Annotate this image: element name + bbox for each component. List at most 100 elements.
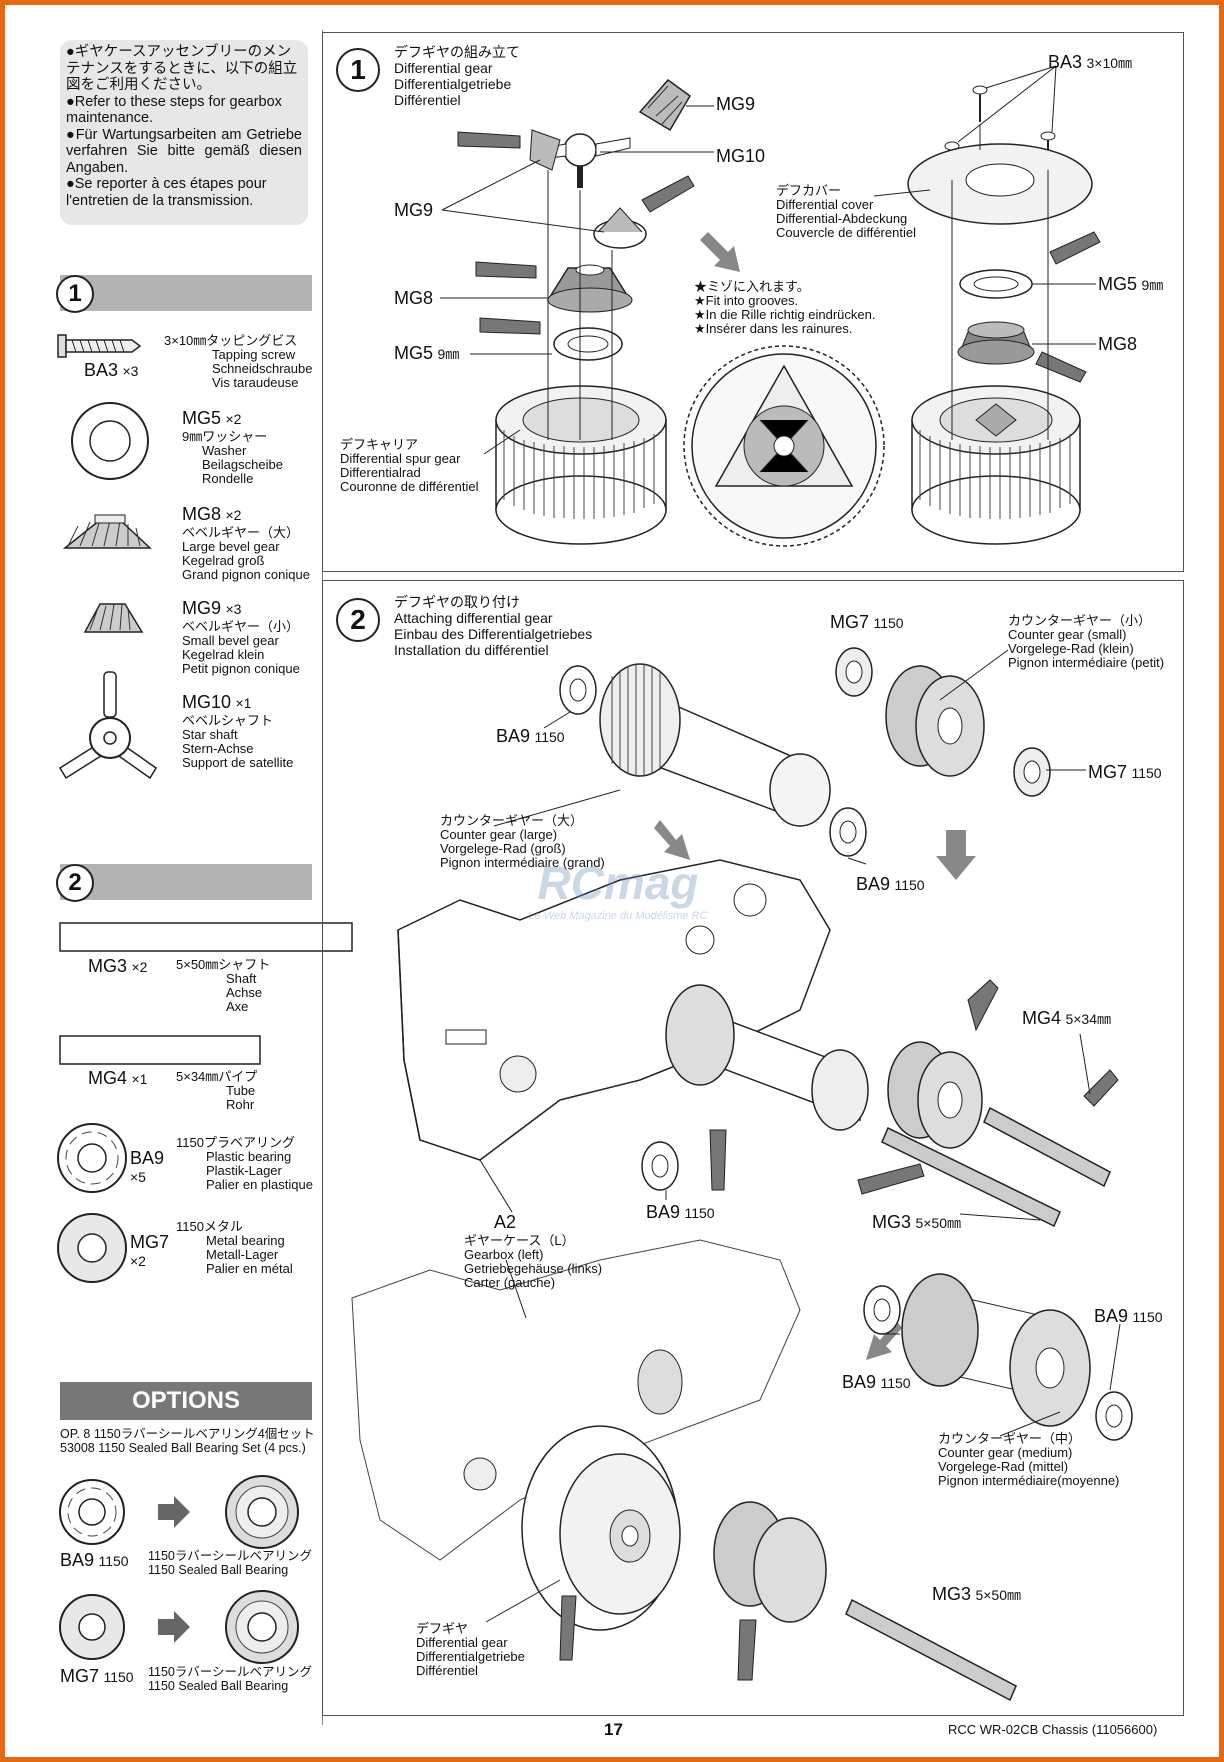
mg5-desc: 9㎜ワッシャー Washer Beilagscheibe Rondelle xyxy=(182,429,283,486)
mg3-shaft-drawing xyxy=(881,1126,1061,1228)
counter-gear-small-drawing xyxy=(885,665,985,777)
ba3-label: BA3 ×3 xyxy=(84,360,139,380)
ba9-bearing-final-left-drawing xyxy=(863,1285,901,1335)
option-mg7-label: MG7 1150 xyxy=(60,1666,134,1686)
intro-line-en: ●Refer to these steps for gearbox mainte… xyxy=(66,93,282,127)
option-mg7-replacement: 1150ラバーシールベアリング 1150 Sealed Ball Bearing xyxy=(148,1665,313,1693)
ba9-bearing-final-right-drawing xyxy=(1095,1391,1133,1441)
diff-gear-mid-drawing xyxy=(665,984,869,1131)
gearbox-upper-drawing xyxy=(397,859,831,1161)
diff-spur-gear-left-drawing xyxy=(495,385,667,545)
step2-mg4-label: MG4 5×34㎜ xyxy=(1022,1008,1112,1028)
step-2-title: デフギヤの取り付け Attaching differential gear Ei… xyxy=(394,594,593,658)
step-1-flow-arrow xyxy=(700,232,740,272)
ba9-plastic-bearing-icon xyxy=(57,1123,127,1193)
step2-mg3-label: MG3 5×50㎜ xyxy=(872,1212,962,1232)
step1-mg5-label: MG5 9㎜ xyxy=(394,343,460,363)
ba9-bearing-top-drawing xyxy=(559,665,597,715)
diff-spur-gear-right-drawing xyxy=(911,385,1081,545)
option-ba9-label: BA9 1150 xyxy=(60,1550,129,1570)
parts-bar-2 xyxy=(60,864,312,900)
watermark: RCmag Le Web Magazine du Modélisme RC xyxy=(478,856,758,922)
step2-ba9-mid-label: BA9 1150 xyxy=(856,874,925,894)
intro-line-fr: ●Se reporter à ces étapes pour l'entreti… xyxy=(66,176,267,209)
step1-mg8-right-label: MG8 xyxy=(1098,334,1138,354)
option-ba9-replacement: 1150ラバーシールベアリング 1150 Sealed Ball Bearing xyxy=(148,1549,313,1577)
options-heading: OPTIONS xyxy=(60,1382,312,1420)
counter-gear-medium-drawing xyxy=(901,1273,1091,1427)
mg8-desc: ベベルギヤー（大） Large bevel gear Kegelrad groß… xyxy=(182,525,310,582)
mg4-pipe-icon xyxy=(59,1035,261,1065)
step-1-panel xyxy=(322,32,1184,572)
step1-mg8-label: MG8 xyxy=(394,288,434,308)
step-1-title: デフギヤの組み立て Differential gear Differential… xyxy=(394,44,520,108)
footer-model: RCC WR-02CB Chassis (11056600) xyxy=(948,1722,1158,1737)
ba9-bearing-mid-drawing xyxy=(829,807,867,857)
mg4-desc: 5×34㎜パイプ Tube Rohr xyxy=(176,1069,258,1112)
parts-step-2-badge: 2 xyxy=(56,864,94,902)
step1-spur-gear-label: デフキャリア Differential spur gear Differenti… xyxy=(340,437,479,494)
counter-gear-final-drawing xyxy=(713,1501,827,1623)
mg7-label: MG7 ×2 xyxy=(130,1232,170,1269)
diff-cover-drawing xyxy=(907,143,1093,225)
step2-ba9-final-left-label: BA9 1150 xyxy=(842,1372,911,1392)
step2-counter-small-label: カウンターギヤー（小） Counter gear (small) Vorgele… xyxy=(1008,613,1165,670)
ba3-desc: 3×10㎜タッピングビス Tapping screw Schneidschrau… xyxy=(164,333,313,390)
mg5-washer-icon xyxy=(71,402,149,480)
option-ba9-bearing-icon xyxy=(59,1479,125,1545)
watermark-tagline: Le Web Magazine du Modélisme RC xyxy=(528,910,708,922)
mg10-label: MG10 ×1 xyxy=(182,692,252,712)
grease-tubes-step1 xyxy=(457,131,1101,383)
mg4-label: MG4 ×1 xyxy=(88,1068,148,1088)
option-mg7-bearing-icon xyxy=(59,1594,125,1660)
mg4-pipe-drawing xyxy=(983,1106,1111,1188)
parts-bar-1 xyxy=(60,275,312,311)
intro-line-ja: ●ギヤケースアッセンブリーのメンテナンスをするときに、以下の組立図をご利用くださ… xyxy=(66,44,298,93)
step2-a2-label: A2 xyxy=(494,1212,517,1232)
intro-note: ●ギヤケースアッセンブリーのメンテナンスをするときに、以下の組立図をご利用くださ… xyxy=(60,40,308,225)
mg9-label: MG9 ×3 xyxy=(182,598,242,618)
step-2-arrow-2 xyxy=(936,830,976,880)
mg3-desc: 5×50㎜シャフト Shaft Achse Axe xyxy=(176,957,271,1014)
mg8-large-bevel-gear-icon xyxy=(62,514,152,549)
step2-ba9-top-label: BA9 1150 xyxy=(496,726,565,746)
gearbox-lower-drawing xyxy=(351,1239,801,1561)
mg9-left-gear-drawing xyxy=(529,129,561,171)
page-number: 17 xyxy=(604,1720,623,1739)
mg3-label: MG3 ×2 xyxy=(88,956,148,976)
step1-ba3-label: BA3 3×10㎜ xyxy=(1048,52,1133,72)
mg5-washer-drawing xyxy=(553,327,623,361)
mg8-gear-right-drawing xyxy=(957,321,1035,365)
step2-mg3-final-label: MG3 5×50㎜ xyxy=(932,1584,1022,1604)
diff-gear-final-drawing xyxy=(521,1425,681,1631)
step-2-arrow-1 xyxy=(654,820,690,860)
step2-ba9-lower-label: BA9 1150 xyxy=(646,1202,715,1222)
diff-assembled-top-view xyxy=(683,345,885,547)
step2-gearbox-label: ギヤーケース（L） Gearbox (left) Getriebegehäuse… xyxy=(464,1233,603,1290)
counter-gear-mid-drawing xyxy=(887,1041,983,1149)
mg9-bottom-gear-drawing xyxy=(593,207,647,249)
mg9-small-bevel-gear-icon xyxy=(83,603,144,633)
step-1-leaders xyxy=(440,65,1096,455)
step1-mg9-label: MG9 xyxy=(394,200,434,220)
step2-mg7-top-label: MG7 1150 xyxy=(830,612,904,632)
mg10-star-shaft-icon xyxy=(58,671,158,780)
mg5-washer-right-drawing xyxy=(959,269,1033,299)
watermark-brand: RCmag xyxy=(537,857,699,909)
counter-gear-large-drawing xyxy=(599,663,831,827)
step2-diff-label: デフギヤ Differential gear Differentialgetri… xyxy=(416,1621,525,1678)
mg3-shaft-final-drawing xyxy=(845,1598,1017,1702)
mg9-desc: ベベルギヤー（小） Small bevel gear Kegelrad klei… xyxy=(182,619,300,676)
option-sealed-bearing-icon-2 xyxy=(225,1590,299,1664)
mg5-label: MG5 ×2 xyxy=(182,408,242,428)
mg8-gear-drawing xyxy=(546,264,633,313)
step-2-leaders xyxy=(479,649,1121,1623)
ba3-screw-icon xyxy=(57,334,142,358)
parts-step-1-badge: 1 xyxy=(56,275,94,313)
ba9-bearing-lower-drawing xyxy=(641,1141,679,1191)
ba9-desc: 1150プラベアリング Plastic bearing Plastik-Lage… xyxy=(176,1135,313,1192)
option-arrow-icon-2 xyxy=(158,1611,190,1643)
mg7-metal-bearing-icon xyxy=(57,1213,127,1283)
